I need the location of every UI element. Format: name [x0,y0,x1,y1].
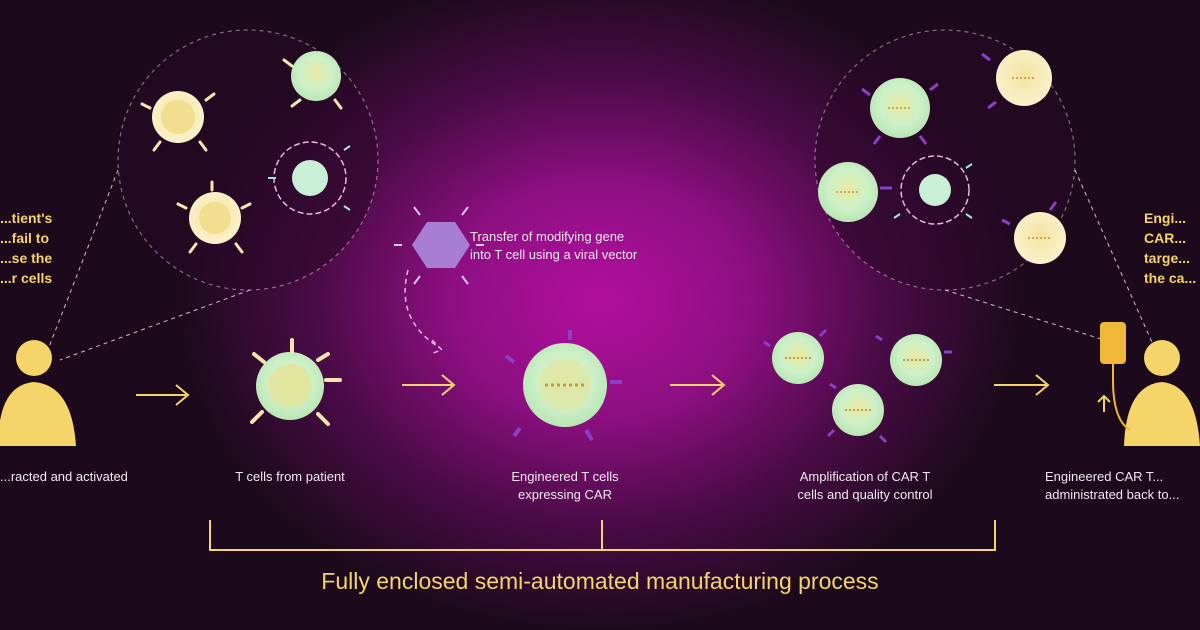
vector-caption-line: into T cell using a viral vector [470,247,638,262]
right-magnifier-car-t-cell-2 [818,162,892,222]
right-callout-line: Engi... [1144,210,1186,226]
arrow-3 [670,374,726,396]
right-magnifier-car-t-cell-1 [861,78,939,145]
step-caption-line: Engineered T cells [511,469,619,484]
manufacturing-bracket [209,520,996,551]
step-caption-line: Engineered CAR T... [1045,469,1164,484]
step-caption-administration: Engineered CAR T... administrated back t… [1045,468,1200,504]
vector-caption-line: Transfer of modifying gene [470,229,625,244]
step-caption-amplification: Amplification of CAR T cells and quality… [765,468,965,504]
vector-caption: Transfer of modifying gene into T cell u… [470,228,637,264]
left-callout-text: ...tient's ...fail to ...se the ...r cel… [0,208,53,288]
amplified-car-t-cells-illustration [763,328,952,444]
step-caption-t-cells: T cells from patient [200,468,380,486]
viral-vector-icon [394,206,484,285]
infusion-bag-icon [1097,322,1131,431]
right-callout-text: Engi... CAR... targe... the ca... [1144,208,1200,288]
step-caption-line: T cells from patient [235,469,345,484]
left-magnifier-t-cell-1 [140,91,216,152]
t-cell-from-patient-illustration [250,338,342,426]
step-caption-engineered: Engineered T cells expressing CAR [475,468,655,504]
arrow-1 [136,384,190,406]
left-magnifier-t-cell-3 [176,180,252,254]
left-magnifier-cancer-cell [268,141,351,215]
step-caption-line: expressing CAR [518,487,612,502]
right-callout-line: CAR... [1144,230,1186,246]
right-magnifier-car-t-cell-3 [981,50,1052,110]
right-callout-line: targe... [1144,250,1190,266]
right-magnifier-car-t-cell-4 [1001,201,1066,264]
left-callout-line: ...r cells [0,270,53,286]
right-callout-line: the ca... [1144,270,1197,286]
arrow-4 [994,374,1050,396]
manufacturing-process-title: Fully enclosed semi-automated manufactur… [321,568,879,594]
step-caption-line: administrated back to... [1045,487,1180,502]
patient-left-icon [0,340,76,446]
left-patient-caption: ...racted and activated [0,469,128,484]
engineered-car-t-cell-illustration [504,330,622,442]
left-callout-line: ...tient's [0,210,53,226]
vector-transfer-arrow [404,269,444,355]
left-callout-line: ...se the [0,250,53,266]
patient-right-icon [1124,340,1200,446]
arrow-2 [402,374,456,396]
step-caption-line: Amplification of CAR T [799,469,931,484]
left-callout-line: ...fail to [0,230,49,246]
right-magnifier-cancer-cell [893,155,973,225]
left-magnifier-t-cell-2 [282,51,343,110]
step-caption-line: cells and quality control [797,487,933,502]
